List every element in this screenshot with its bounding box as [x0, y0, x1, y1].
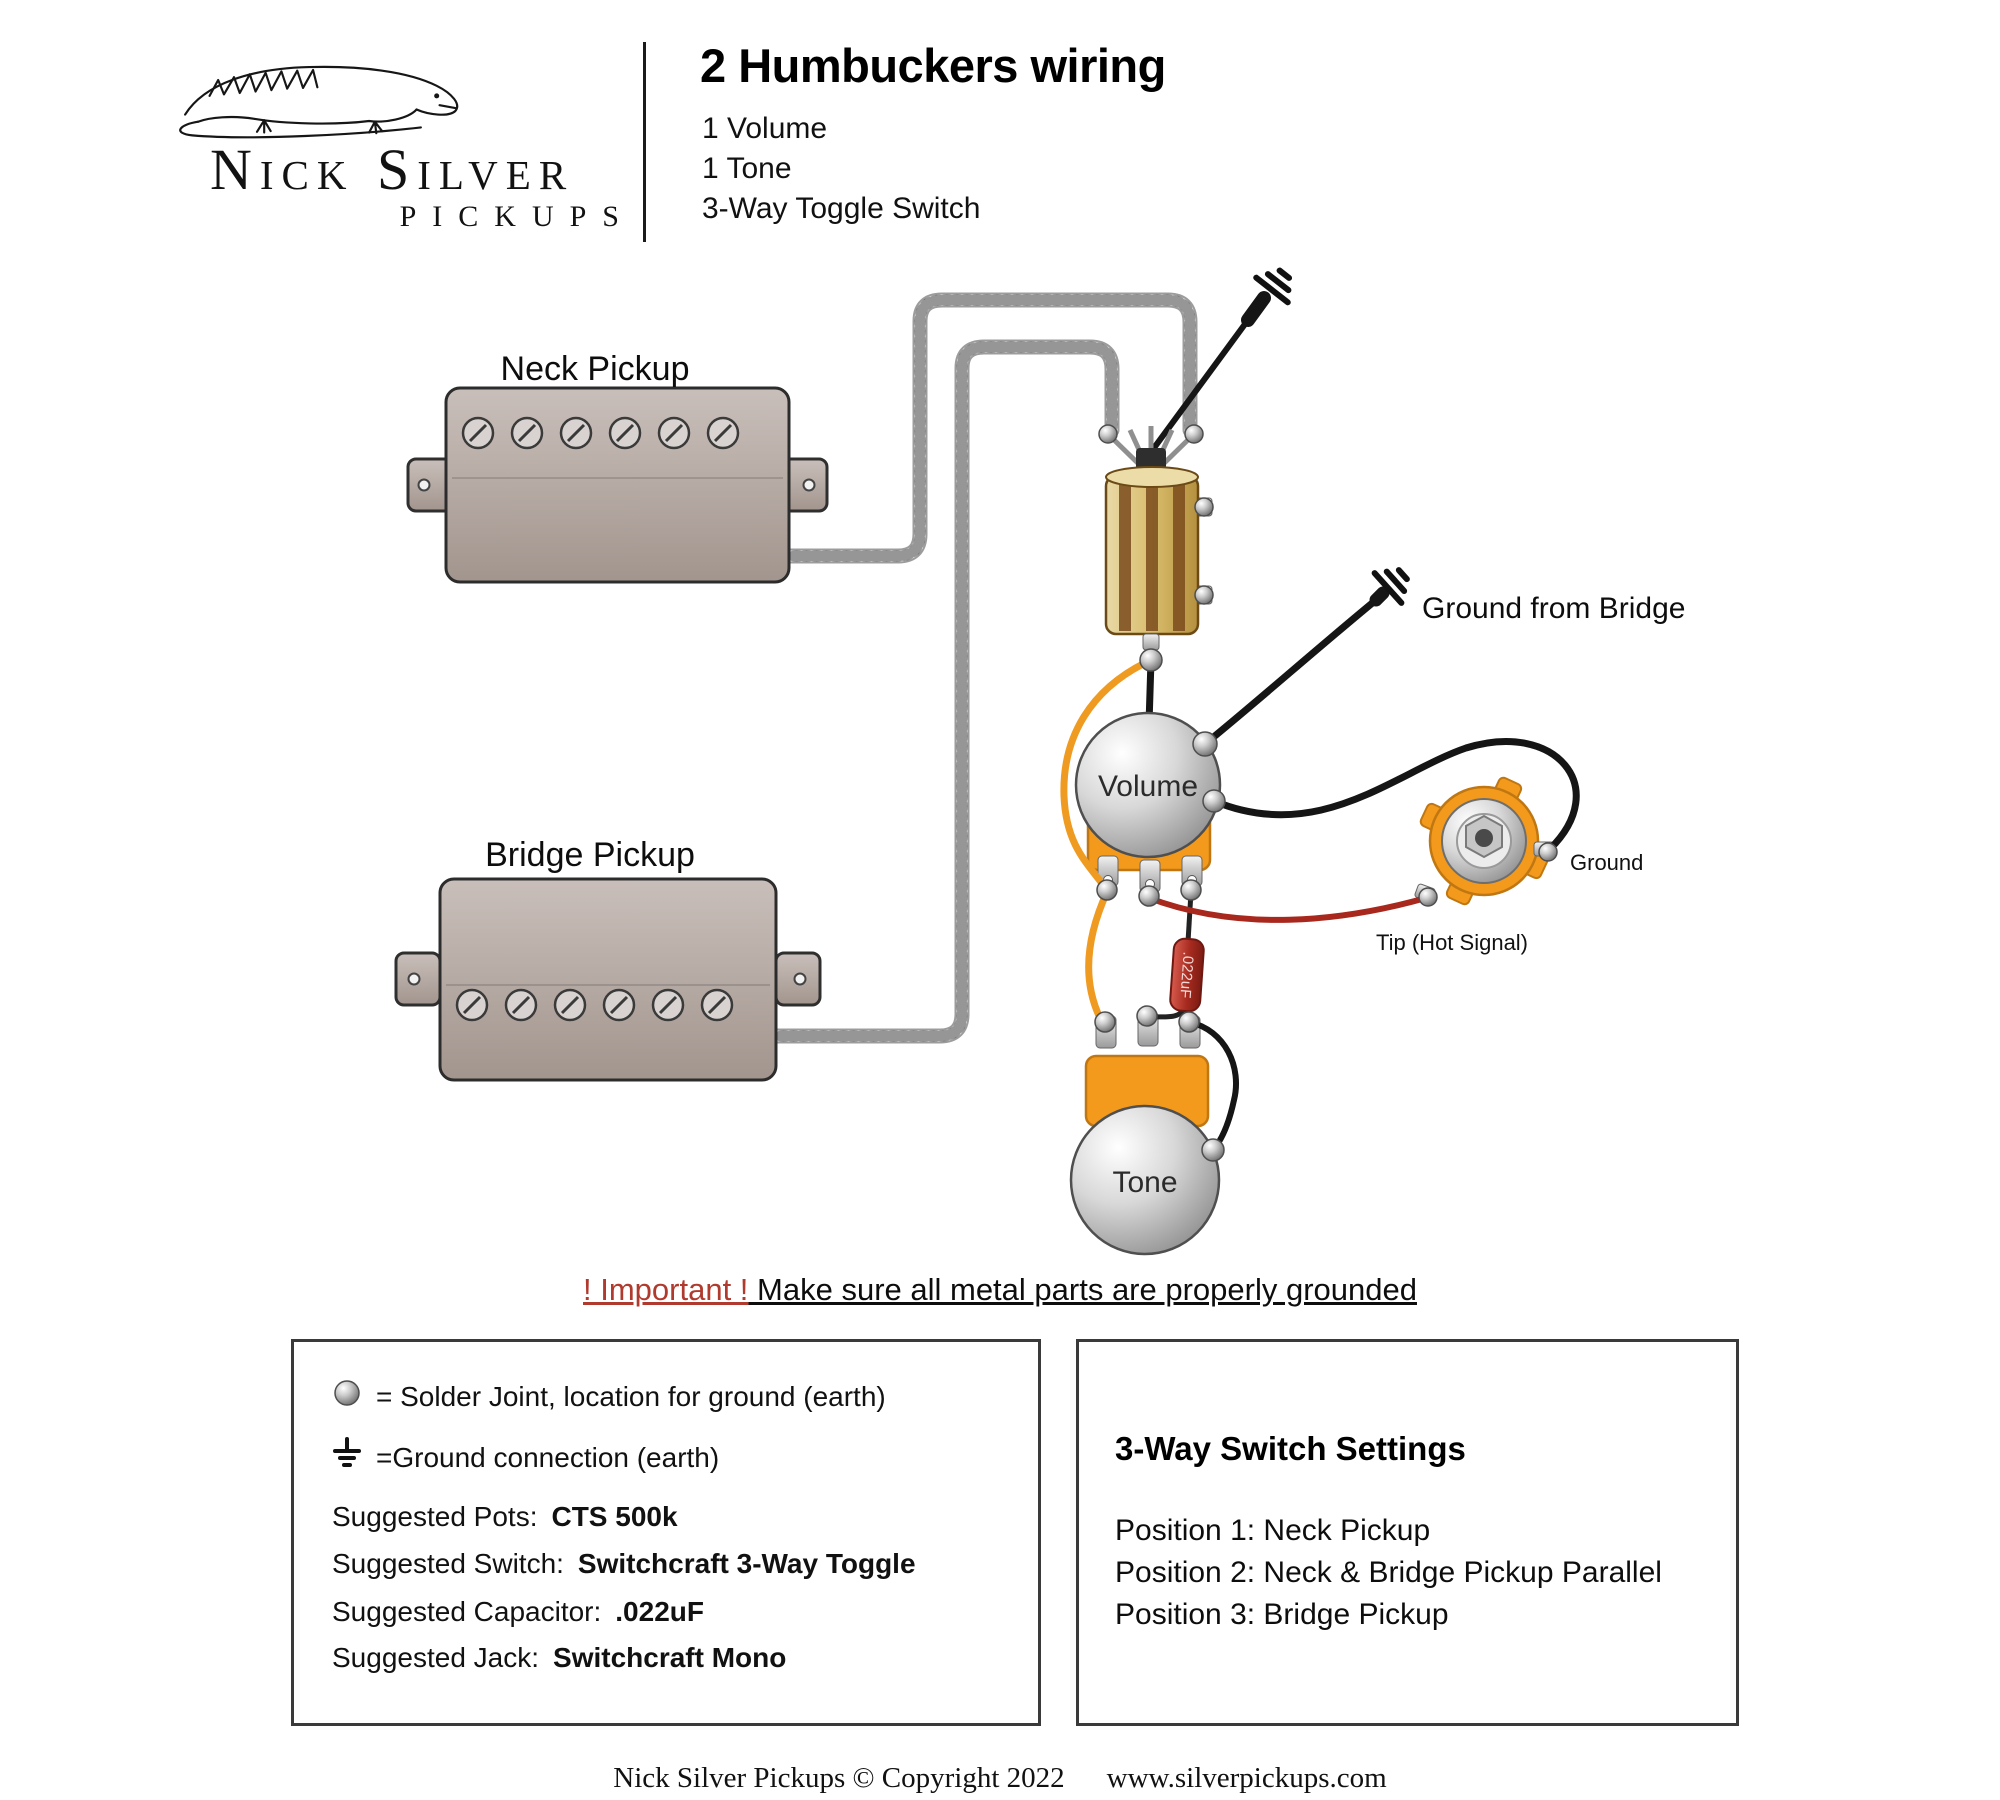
volume-to-jack-ground-wire — [1210, 738, 1580, 853]
volume-pot-label: Volume — [1097, 770, 1199, 803]
tone-lug-ground-wire — [1186, 1019, 1239, 1153]
header-divider — [643, 42, 646, 242]
toggle-switch — [1104, 426, 1213, 651]
footer-copyright: Nick Silver Pickups © Copyright 2022 — [613, 1762, 1065, 1794]
bridge-pickup-braided-wire — [768, 339, 1120, 1044]
switch-position-3: Position 3: Bridge Pickup — [1115, 1598, 1449, 1631]
suggested-switch-label: Suggested Switch: — [332, 1548, 564, 1579]
switch-position-2: Position 2: Neck & Bridge Pickup Paralle… — [1115, 1556, 1662, 1589]
switch-position-1: Position 1: Neck Pickup — [1115, 1514, 1431, 1547]
bridge-pickup — [394, 877, 822, 1082]
brand-logo: Nick Silver PICKUPS — [165, 48, 635, 248]
capacitor-value-label: .022uF — [1176, 951, 1196, 999]
brand-subname: PICKUPS — [399, 200, 635, 233]
legend-suggested-switch: Suggested Switch: Switchcraft 3-Way Togg… — [332, 1548, 916, 1580]
switch-to-volume-orange-wire — [1060, 656, 1155, 890]
solder-joint-icon — [332, 1378, 362, 1415]
volume-to-tone-orange-wire — [1085, 888, 1111, 1022]
ground-symbol-icon — [332, 1437, 362, 1478]
suggested-jack-label: Suggested Jack: — [332, 1642, 540, 1673]
legend-suggested-jack: Suggested Jack: Switchcraft Mono — [332, 1642, 786, 1674]
bridge-pickup-screws — [455, 988, 734, 1022]
capacitor: .022uF — [1149, 891, 1205, 1020]
volume-to-jack-hot-wire — [1146, 895, 1429, 923]
output-jack — [1414, 776, 1555, 906]
legend-solder-text: = Solder Joint, location for ground (ear… — [376, 1380, 886, 1412]
subtitle-volume: 1 Volume — [702, 112, 828, 145]
suggested-jack-value: Switchcraft Mono — [553, 1642, 787, 1673]
footer-website: www.silverpickups.com — [1106, 1762, 1387, 1794]
neck-pickup-screws — [461, 416, 740, 450]
bridge-pickup-label: Bridge Pickup — [485, 836, 695, 874]
volume-to-bridge-ground-wire — [1201, 596, 1380, 748]
tone-pot-label: Tone — [1112, 1166, 1178, 1199]
suggested-pots-value: CTS 500k — [551, 1501, 678, 1532]
solder-joints — [1094, 424, 1558, 1162]
bridge-ground-flag — [1369, 586, 1390, 607]
warning-text: Make sure all metal parts are properly g… — [748, 1272, 1417, 1307]
switch-settings-box: 3-Way Switch Settings Position 1: Neck P… — [1076, 1339, 1739, 1726]
tone-pot — [1069, 1011, 1221, 1256]
ground-from-bridge-label: Ground from Bridge — [1422, 592, 1686, 625]
neck-pickup-label: Neck Pickup — [500, 350, 690, 388]
brand-name: Nick Silver — [210, 137, 575, 202]
grounding-warning: ! Important ! Make sure all metal parts … — [0, 1272, 2000, 1308]
subtitle-tone: 1 Tone — [702, 152, 792, 185]
suggested-capacitor-label: Suggested Capacitor: — [332, 1596, 602, 1627]
suggested-pots-label: Suggested Pots: — [332, 1501, 538, 1532]
subtitle-switch: 3-Way Toggle Switch — [702, 192, 981, 225]
suggested-capacitor-value: .022uF — [615, 1596, 704, 1627]
switch-settings-title: 3-Way Switch Settings — [1115, 1430, 1466, 1467]
footer: Nick Silver Pickups © Copyright 2022 www.… — [0, 1762, 2000, 1795]
legend-ground-text: =Ground connection (earth) — [376, 1441, 720, 1473]
jack-ground-label: Ground — [1570, 850, 1644, 875]
legend-suggested-capacitor: Suggested Capacitor: .022uF — [332, 1596, 704, 1628]
iguana-logo-icon — [179, 65, 459, 139]
jack-tip-label: Tip (Hot Signal) — [1376, 930, 1529, 955]
warning-highlight: ! Important ! — [583, 1272, 749, 1307]
suggested-switch-value: Switchcraft 3-Way Toggle — [577, 1548, 916, 1579]
neck-pickup — [406, 386, 829, 584]
legend-suggested-pots: Suggested Pots: CTS 500k — [332, 1501, 678, 1533]
neck-pickup-braided-wire — [781, 292, 1198, 564]
volume-pot — [1074, 711, 1222, 893]
toggle-switch-shaft — [1148, 291, 1271, 454]
legend-box: = Solder Joint, location for ground (ear… — [291, 1339, 1041, 1726]
page-title: 2 Humbuckers wiring — [700, 39, 1166, 92]
